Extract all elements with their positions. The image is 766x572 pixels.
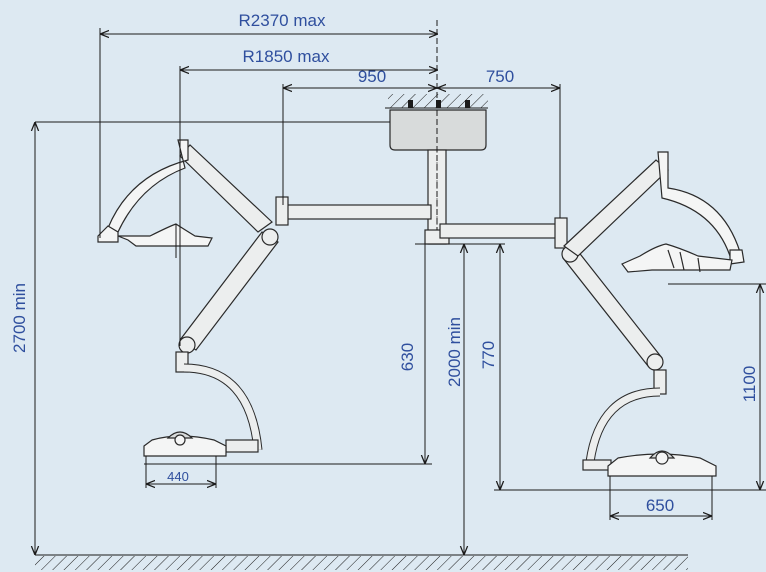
dim-2700-label: 2700 min bbox=[10, 283, 29, 353]
ceiling-plate bbox=[389, 109, 487, 151]
left-horizontal-arm bbox=[275, 196, 432, 226]
dim-950-label: 950 bbox=[358, 67, 386, 86]
left-lower-lamp bbox=[143, 351, 263, 457]
dim-750-label: 750 bbox=[486, 67, 514, 86]
left-upper-lamp bbox=[97, 139, 213, 258]
dim-650-label: 650 bbox=[646, 496, 674, 515]
ceiling-mount bbox=[385, 94, 488, 245]
dimension-lines bbox=[35, 20, 766, 555]
left-spring-arm bbox=[178, 144, 279, 354]
dim-440-label: 440 bbox=[167, 469, 189, 484]
dim-770-label: 770 bbox=[479, 341, 498, 369]
floor-hatch bbox=[35, 556, 688, 570]
right-upper-lamp bbox=[621, 151, 745, 273]
dim-630-label: 630 bbox=[398, 343, 417, 371]
dim-r2370-label: R2370 max bbox=[239, 11, 326, 30]
right-lower-lamp bbox=[582, 369, 717, 477]
right-horizontal-arm bbox=[439, 217, 568, 249]
dim-r1850-label: R1850 max bbox=[243, 47, 330, 66]
dim-1100-label: 1100 bbox=[740, 366, 759, 403]
floor bbox=[35, 554, 688, 570]
dim-2000-label: 2000 min bbox=[445, 317, 464, 387]
